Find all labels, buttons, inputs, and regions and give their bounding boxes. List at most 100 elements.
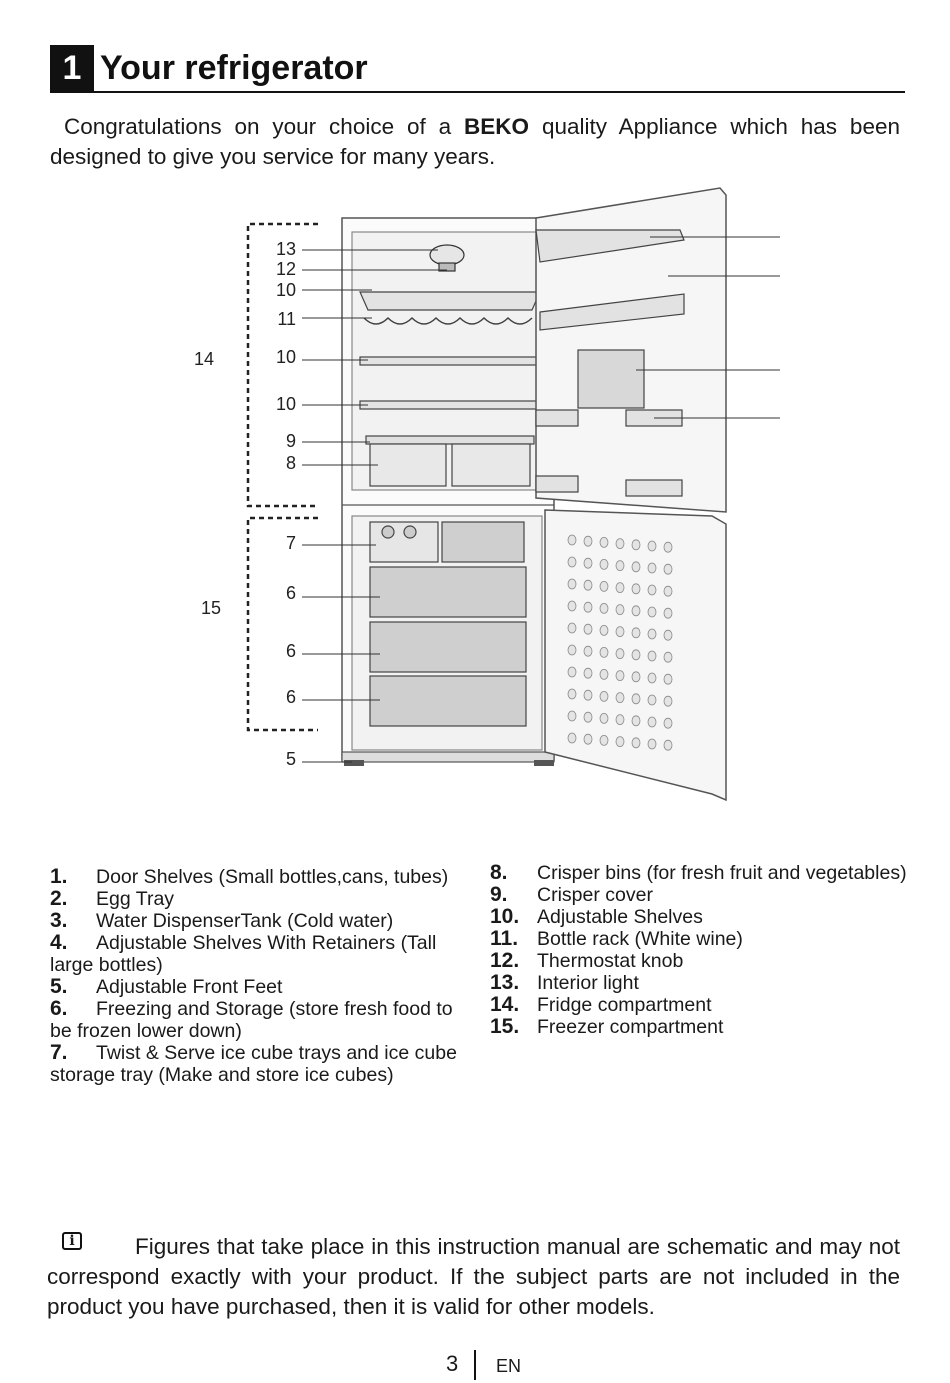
- callout-label: 10: [276, 347, 296, 367]
- egg-tray-shelf: [539, 293, 685, 331]
- shelf-top: [359, 291, 541, 311]
- door-dimple: [583, 557, 593, 569]
- item-text: Twist & Serve ice cube trays and ice cub…: [50, 1042, 457, 1086]
- item-number: 15.: [490, 1015, 520, 1038]
- door-dimple: [663, 585, 673, 597]
- list-item: 3. Water DispenserTank (Cold water): [50, 909, 465, 933]
- door-dimple: [663, 541, 673, 553]
- door-dimple: [599, 603, 609, 614]
- door-dimple: [567, 732, 577, 744]
- door-dimple: [631, 539, 641, 551]
- door-dimple: [615, 692, 625, 703]
- item-text: Interior light: [537, 972, 639, 994]
- door-dimple: [631, 627, 641, 639]
- door-dimple: [647, 584, 657, 596]
- language-code: EN: [496, 1356, 522, 1376]
- door-dimple: [647, 716, 657, 728]
- item-number: 3.: [50, 909, 68, 932]
- door-dimple: [599, 735, 609, 746]
- ice-cube-tray: [369, 521, 439, 563]
- water-dispenser-tank: [577, 349, 645, 409]
- door-shelf-top: [535, 229, 685, 263]
- door-dimple: [615, 670, 625, 681]
- shelf-middle: [359, 356, 543, 366]
- door-dimple: [599, 691, 609, 702]
- door-dimple: [583, 601, 593, 613]
- door-dimple: [567, 556, 577, 568]
- callout-label: 7: [286, 533, 296, 553]
- item-text: Bottle rack (White wine): [537, 928, 743, 950]
- list-item: 12.Thermostat knob: [490, 950, 910, 973]
- door-dimple: [583, 535, 593, 547]
- door-dimple: [631, 737, 641, 749]
- item-text: Adjustable Shelves: [537, 906, 703, 928]
- intro-text-start: Congratulations on your choice of a: [64, 114, 465, 139]
- list-item: 1.Door Shelves (Small bottles,cans, tube…: [50, 865, 465, 889]
- door-dimple: [647, 628, 657, 640]
- list-item: 14.Fridge compartment: [490, 994, 910, 1017]
- door-dimple: [615, 648, 625, 659]
- item-number: 11.: [490, 927, 519, 950]
- door-dimple: [599, 625, 609, 636]
- callout-label: 10: [276, 394, 296, 414]
- refrigerator-diagram: 13 12 10 11 10 10 9 8 7 6 6 6 5 1 2 3 4 …: [194, 187, 780, 802]
- door-dimple: [599, 559, 609, 570]
- info-icon: i: [62, 1232, 82, 1250]
- door-dimple: [647, 672, 657, 684]
- door-dimple: [583, 667, 593, 679]
- door-dimple: [567, 688, 577, 700]
- item-text: Egg Tray: [96, 888, 175, 910]
- item-number: 2.: [50, 887, 68, 910]
- section-number: 1: [50, 45, 94, 91]
- door-dimple: [615, 604, 625, 615]
- door-dimple: [615, 736, 625, 747]
- zone-label-freezer: 15: [201, 598, 221, 618]
- door-dimple: [647, 738, 657, 750]
- item-text: Crisper bins (for fresh fruit and vegeta…: [537, 862, 907, 884]
- item-number: 6.: [50, 997, 68, 1020]
- door-shelf-bottom-left: [535, 475, 579, 493]
- item-text: Crisper cover: [537, 884, 653, 906]
- item-text: Freezer compartment: [537, 1016, 724, 1038]
- list-item: 8. Crisper bins (for fresh fruit and vege…: [490, 861, 910, 885]
- item-number: 1.: [50, 865, 68, 888]
- callout-label: 6: [286, 583, 296, 603]
- list-item: 5.Adjustable Front Feet: [50, 976, 465, 999]
- heading-rule: [50, 91, 905, 93]
- section-heading: 1 Your refrigerator: [50, 45, 905, 93]
- bottle-rack: [363, 316, 533, 325]
- front-foot-left: [344, 760, 364, 766]
- door-dimple: [599, 713, 609, 724]
- list-item: 10.Adjustable Shelves: [490, 906, 910, 929]
- door-dimple: [567, 666, 577, 678]
- item-number: 7.: [50, 1041, 68, 1064]
- front-foot-right: [534, 760, 554, 766]
- item-text: Thermostat knob: [537, 950, 684, 972]
- item-text: Freezing and Storage (store fresh food t…: [50, 998, 453, 1042]
- list-item: 11. Bottle rack (White wine): [490, 927, 910, 951]
- callout-label: 9: [286, 431, 296, 451]
- item-text: Fridge compartment: [537, 994, 712, 1016]
- item-number: 8.: [490, 861, 508, 884]
- door-dimple: [615, 626, 625, 637]
- callouts-left: 13 12 10 11 10 10 9 8 7 6 6 6 5: [276, 239, 296, 769]
- item-text: Water DispenserTank (Cold water): [96, 910, 394, 932]
- shelf-lower: [359, 400, 543, 410]
- door-dimple: [615, 582, 625, 593]
- door-dimple: [615, 560, 625, 571]
- door-dimple: [663, 651, 673, 663]
- item-number: 4.: [50, 931, 68, 954]
- page-number: 3: [446, 1351, 459, 1376]
- callout-label: 10: [276, 280, 296, 300]
- intro-text-end: quality Appliance which has been designe…: [50, 114, 900, 169]
- door-dimple: [631, 693, 641, 705]
- door-dimple: [631, 671, 641, 683]
- list-item: 13.Interior light: [490, 972, 910, 995]
- freezer-zone-bracket: [246, 516, 318, 732]
- callout-label: 5: [286, 749, 296, 769]
- list-item: 6.Freezing and Storage (store fresh food…: [50, 997, 465, 1043]
- freezer-door-dimples: [567, 534, 673, 751]
- interior-light: [429, 244, 465, 266]
- door-dimple: [567, 578, 577, 590]
- page-title: Your refrigerator: [100, 49, 368, 87]
